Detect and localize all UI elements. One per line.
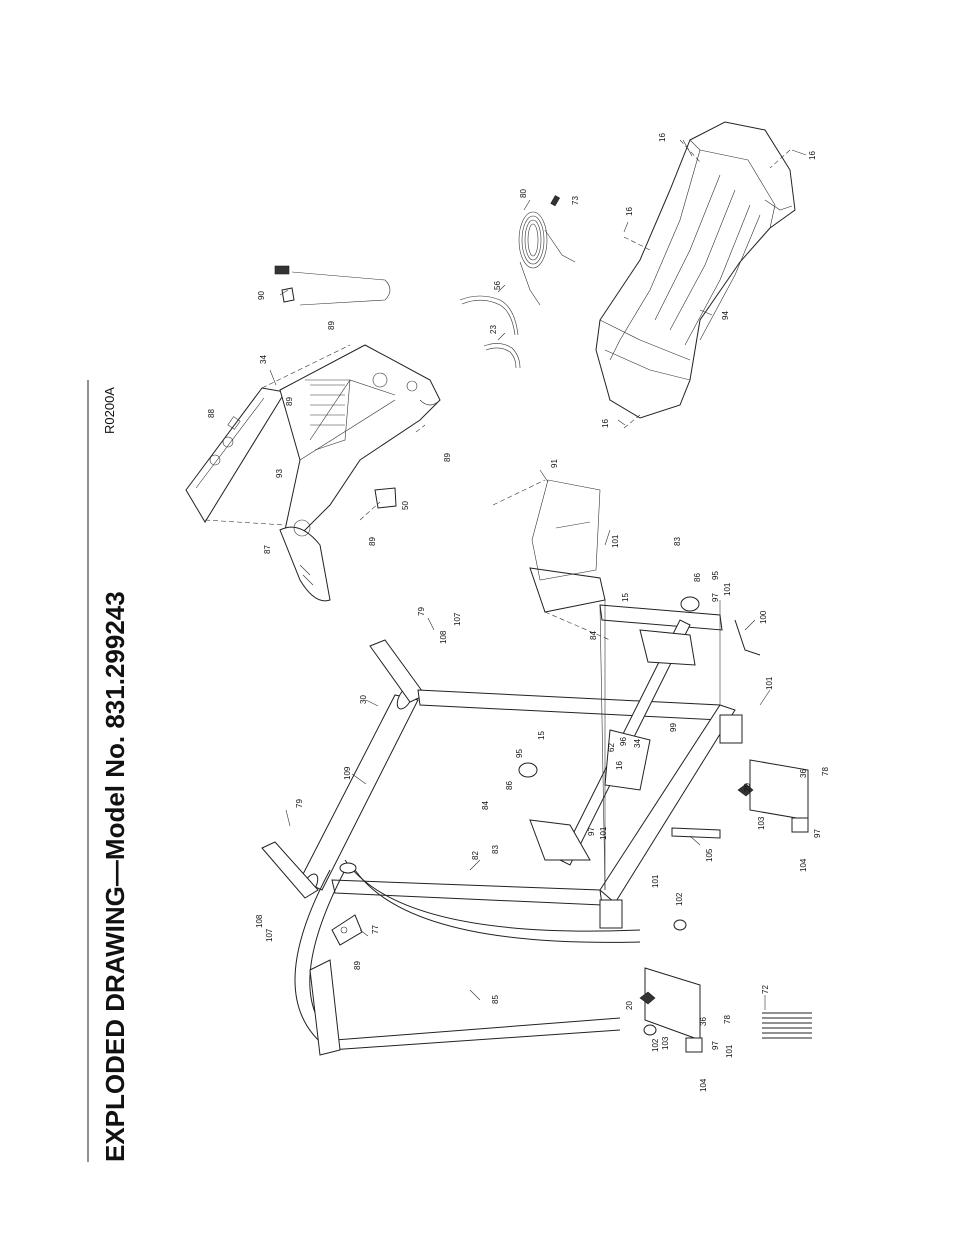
callout-30: 30 [359,695,368,704]
callout-104: 104 [699,1078,708,1092]
callout-36: 36 [699,1017,708,1026]
callout-79: 79 [417,607,426,616]
page-title: EXPLODED DRAWING—Model No. 831.299243 [100,591,130,1162]
callout-101: 101 [725,1044,734,1058]
callout-97: 97 [587,827,596,836]
callout-89: 89 [327,321,336,330]
callout-89: 89 [285,397,294,406]
callout-20: 20 [625,1001,634,1010]
handrail [294,859,687,1056]
callout-103: 103 [661,1036,670,1050]
callout-83: 83 [673,537,682,546]
callout-50: 50 [401,501,410,510]
callout-99: 99 [669,723,678,732]
callout-101: 101 [723,582,732,596]
callout-101: 101 [765,676,774,690]
bolt-set [762,1012,812,1039]
callout-80: 80 [519,189,528,198]
callout-84: 84 [589,631,598,640]
callout-83: 83 [491,845,500,854]
roller-hardware [518,596,761,778]
callout-105: 105 [705,848,714,862]
callout-100: 100 [759,610,768,624]
callout-77: 77 [371,925,380,934]
callout-labels: 16 16 16 16 16 73 80 94 90 56 23 34 88 8… [207,133,830,1092]
callout-84: 84 [481,801,490,810]
callout-23: 23 [489,325,498,334]
wire-harness [518,195,576,306]
callout-101: 101 [651,874,660,888]
callout-86: 86 [693,573,702,582]
callout-102: 102 [675,892,684,906]
main-frame [261,600,743,929]
callout-78: 78 [723,1015,732,1024]
callout-15: 15 [537,731,546,740]
callout-16: 16 [808,151,817,160]
callout-89: 89 [353,961,362,970]
callout-89: 89 [443,453,452,462]
callout-85: 85 [491,995,500,1004]
callout-86: 86 [505,781,514,790]
callout-97: 97 [813,829,822,838]
callout-73: 73 [571,196,580,205]
motor-hood [595,121,796,429]
callout-90: 90 [257,291,266,300]
callout-107: 107 [453,612,462,626]
feet [639,759,809,1053]
callout-62: 62 [607,743,616,752]
callout-16: 16 [615,761,624,770]
callout-87: 87 [263,545,272,554]
callout-104: 104 [799,858,808,872]
leader-lines [269,139,807,1010]
callout-89: 89 [368,537,377,546]
callout-95: 95 [711,571,720,580]
callout-15: 15 [621,593,630,602]
callout-93: 93 [275,469,284,478]
callout-96: 96 [619,737,628,746]
callout-108: 108 [439,630,448,644]
callout-94: 94 [721,311,730,320]
callout-56: 56 [493,281,502,290]
console [185,344,441,602]
callout-102: 102 [651,1038,660,1052]
callout-103: 103 [757,816,766,830]
callout-107: 107 [265,928,274,942]
cables [459,295,521,369]
callout-16: 16 [601,419,610,428]
callout-72: 72 [761,985,770,994]
callout-16: 16 [658,133,667,142]
callout-88: 88 [207,409,216,418]
callout-34: 34 [633,739,642,748]
callout-97: 97 [711,593,720,602]
callout-101: 101 [611,534,620,548]
callout-79: 79 [295,799,304,808]
callout-34: 34 [259,355,268,364]
callout-78: 78 [821,767,830,776]
motor-shield [492,479,611,641]
callout-20: 20 [743,783,752,792]
callout-109: 109 [343,766,352,780]
drawing-code: R0200A [102,387,117,434]
callout-91: 91 [550,459,559,468]
callout-101: 101 [599,826,608,840]
bracket-77 [331,914,363,946]
callout-108: 108 [255,914,264,928]
callout-16: 16 [625,207,634,216]
callout-36: 36 [799,769,808,778]
callout-95: 95 [515,749,524,758]
upper-bracket [274,265,391,306]
callout-97: 97 [711,1041,720,1050]
callout-82: 82 [471,851,480,860]
